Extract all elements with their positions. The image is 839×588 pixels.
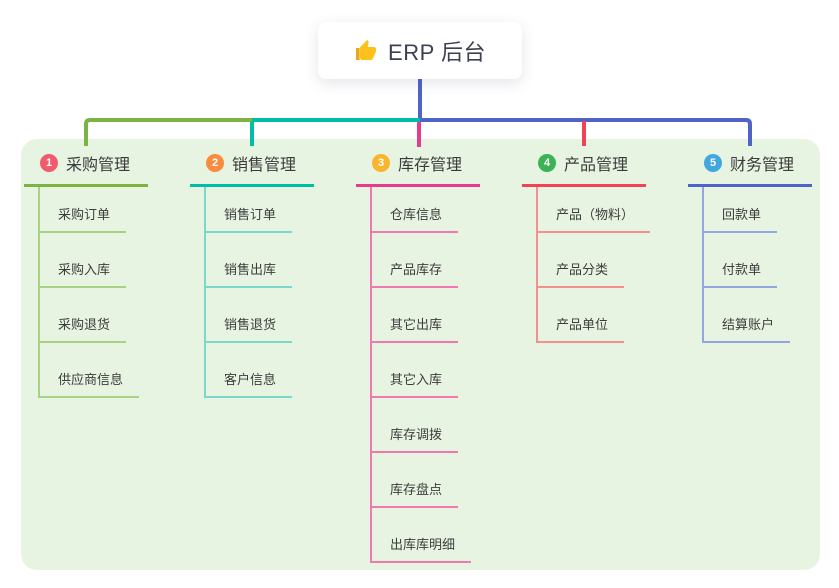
node-label: 销售出库	[224, 262, 277, 277]
branch: 2 销售管理 销售订单销售出库销售退货客户信息	[190, 146, 314, 398]
branch: 1 采购管理 采购订单采购入库采购退货供应商信息	[24, 146, 148, 398]
root-node[interactable]: ERP 后台	[318, 22, 522, 79]
mindmap-node[interactable]: 销售出库	[204, 233, 293, 288]
branch-children: 仓库信息产品库存其它出库其它入库库存调拨库存盘点出库库明细	[370, 187, 480, 563]
branch-children: 回款单付款单结算账户	[702, 187, 812, 343]
mindmap-node[interactable]: 产品库存	[370, 233, 459, 288]
mindmap-node[interactable]: 采购订单	[38, 187, 127, 233]
canvas-panel	[21, 139, 820, 570]
branch-children: 销售订单销售出库销售退货客户信息	[204, 187, 314, 398]
mindmap-node[interactable]: 产品分类	[536, 233, 625, 288]
mindmap-node[interactable]: 供应商信息	[38, 343, 140, 398]
node-label: 其它入库	[390, 372, 443, 387]
branch-title: 产品管理	[564, 157, 629, 174]
mindmap-node[interactable]: 其它入库	[370, 343, 459, 398]
node-label: 采购入库	[58, 262, 111, 277]
node-label: 付款单	[722, 262, 762, 277]
branch-header-node[interactable]: 2 销售管理	[190, 146, 314, 187]
node-label: 产品库存	[390, 262, 443, 277]
branch-title: 库存管理	[398, 157, 463, 174]
branch-number-badge: 4	[538, 154, 556, 172]
node-label: 销售订单	[224, 207, 277, 222]
mindmap-node[interactable]: 出库库明细	[370, 508, 472, 563]
node-label: 出库库明细	[390, 537, 456, 552]
mindmap-node[interactable]: 结算账户	[702, 288, 791, 343]
branch-number-badge: 2	[206, 154, 224, 172]
branch-title: 销售管理	[232, 157, 297, 174]
branch-header-node[interactable]: 1 采购管理	[24, 146, 148, 187]
branch-number-badge: 5	[704, 154, 722, 172]
mindmap-node[interactable]: 产品（物料）	[536, 187, 651, 233]
node-label: 其它出库	[390, 317, 443, 332]
node-label: 回款单	[722, 207, 762, 222]
mindmap-node[interactable]: 仓库信息	[370, 187, 459, 233]
branch: 5 财务管理 回款单付款单结算账户	[688, 146, 812, 343]
mindmap-node[interactable]: 采购退货	[38, 288, 127, 343]
root-title: ERP 后台	[388, 39, 486, 65]
branch-number-badge: 1	[40, 154, 58, 172]
branch-number-badge: 3	[372, 154, 390, 172]
node-label: 销售退货	[224, 317, 277, 332]
node-label: 供应商信息	[58, 372, 124, 387]
mindmap-node[interactable]: 其它出库	[370, 288, 459, 343]
node-label: 客户信息	[224, 372, 277, 387]
node-label: 产品单位	[556, 317, 609, 332]
mindmap-node[interactable]: 客户信息	[204, 343, 293, 398]
node-label: 采购退货	[58, 317, 111, 332]
node-label: 产品分类	[556, 262, 609, 277]
node-label: 仓库信息	[390, 207, 443, 222]
branch-header-node[interactable]: 5 财务管理	[688, 146, 812, 187]
branch-title: 采购管理	[66, 157, 131, 174]
branch: 4 产品管理 产品（物料） 产品分类产品单位	[522, 146, 651, 343]
branch-title: 财务管理	[730, 157, 795, 174]
mindmap-node[interactable]: 付款单	[702, 233, 778, 288]
mindmap-node[interactable]: 库存盘点	[370, 453, 459, 508]
thumbs-up-icon	[356, 39, 377, 60]
branch-header-node[interactable]: 4 产品管理	[522, 146, 646, 187]
mindmap-node[interactable]: 销售订单	[204, 187, 293, 233]
branch: 3 库存管理 仓库信息产品库存其它出库其它入库库存调拨库存盘点出库库明细	[356, 146, 480, 563]
mindmap-node[interactable]: 采购入库	[38, 233, 127, 288]
branch-children: 产品（物料） 产品分类产品单位	[536, 187, 651, 343]
node-label: 库存调拨	[390, 427, 443, 442]
node-label: 结算账户	[722, 317, 775, 332]
branch-children: 采购订单采购入库采购退货供应商信息	[38, 187, 148, 398]
node-label: 库存盘点	[390, 482, 443, 497]
mindmap-node[interactable]: 销售退货	[204, 288, 293, 343]
node-label: 产品（物料）	[556, 207, 635, 222]
mindmap-node[interactable]: 产品单位	[536, 288, 625, 343]
mindmap-node[interactable]: 回款单	[702, 187, 778, 233]
node-label: 采购订单	[58, 207, 111, 222]
mindmap-node[interactable]: 库存调拨	[370, 398, 459, 453]
branch-header-node[interactable]: 3 库存管理	[356, 146, 480, 187]
